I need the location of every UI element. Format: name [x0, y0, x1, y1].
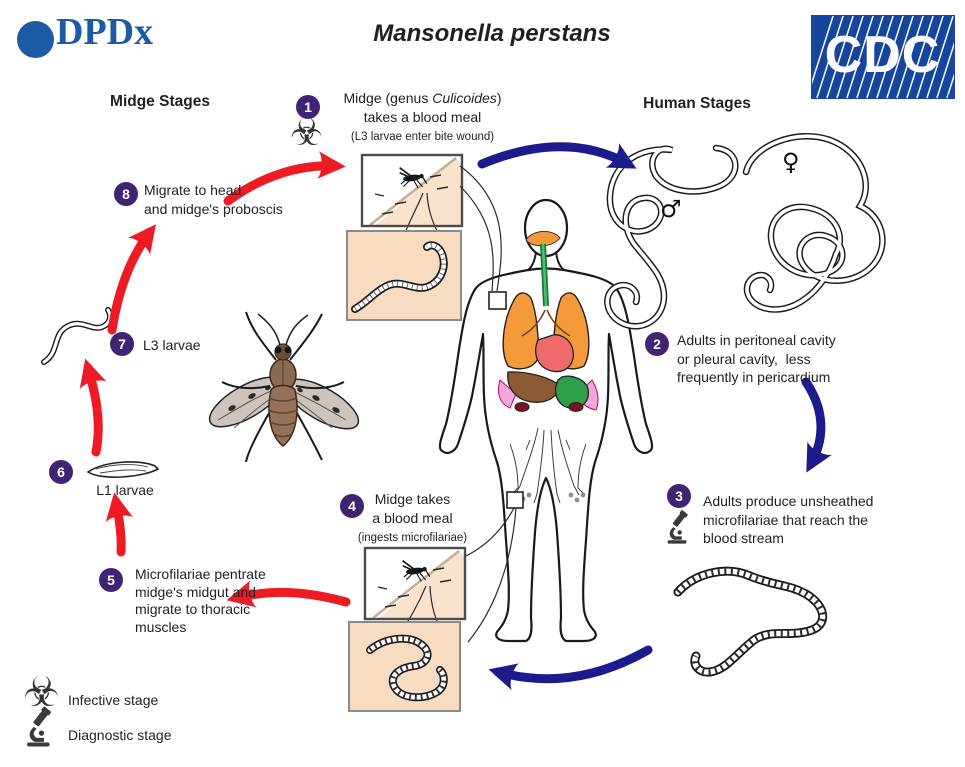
- inset-skin-bite-bottom: [363, 546, 467, 631]
- inset-l3-larva: [346, 230, 462, 321]
- step-1-genus-italic: Culicoides: [432, 90, 497, 106]
- microfilaria-bloodstream-icon: [673, 566, 827, 677]
- midge-illustration: [208, 311, 360, 463]
- adult-worm-female: ♀: [742, 133, 886, 313]
- arrow-step2-to-step3: [801, 377, 832, 473]
- midge-stages-header: Midge Stages: [110, 93, 210, 110]
- step-1-number: 1: [296, 95, 320, 119]
- l1-larvae-icon: [86, 461, 160, 478]
- cdc-logo-box: CDC: [810, 15, 955, 99]
- dpdx-logo-circle: [17, 21, 54, 58]
- step-7-label: L3 larvae: [143, 337, 201, 353]
- step-4-number: 4: [340, 494, 364, 518]
- step-5-number: 5: [99, 568, 123, 592]
- adult-worm-male: ♂: [604, 144, 739, 330]
- microfilaria-magnified-icon: [366, 634, 448, 702]
- bite-site-marker-chest: [488, 291, 507, 310]
- l3-larvae-icon: [41, 307, 113, 365]
- arrow-step3-to-step4: [488, 645, 653, 691]
- legend-diagnostic-label: Diagnostic stage: [68, 727, 172, 743]
- inset-microfilaria-ingested: [348, 621, 461, 712]
- page-title: Mansonella perstans: [373, 20, 611, 47]
- step-6-number: 6: [49, 460, 73, 484]
- arrow-step7-to-step8: [107, 224, 156, 335]
- step-4-note: (ingests microfilariae): [357, 532, 468, 544]
- dpdx-logo-text: DPDx: [56, 11, 154, 53]
- bite-site-marker-thigh: [506, 491, 524, 509]
- male-symbol: ♂: [660, 195, 682, 223]
- human-figure: [438, 165, 654, 643]
- legend-infective-label: Infective stage: [68, 692, 159, 708]
- leader-lines-top: [459, 165, 502, 292]
- step-1-note: (L3 larvae enter bite wound): [350, 131, 495, 143]
- leader-lines-bottom: [465, 507, 517, 643]
- arrow-step5-to-step6: [105, 492, 134, 557]
- step-1-text: Midge (genus Culicoides)takes a blood me…: [343, 90, 502, 143]
- cdc-logo-stripes: [812, 16, 954, 98]
- l3-larva-magnified-icon: [351, 241, 448, 313]
- step-8-number: 8: [114, 182, 138, 206]
- cdc-logo: [811, 15, 955, 99]
- infective-stage-icon-legend: ☣: [23, 668, 60, 716]
- midge-wing-spots: [228, 385, 340, 413]
- step-7-number: 7: [110, 332, 134, 356]
- step-6-label: L1 larvae: [96, 482, 154, 498]
- inset-skin-bite-top: [360, 153, 464, 237]
- step-2-number: 2: [645, 332, 669, 356]
- arrow-step6-to-step7: [79, 358, 107, 457]
- human-organs: [497, 231, 599, 412]
- cdc-logo-text: CDC: [824, 26, 941, 84]
- infective-stage-icon-step1: ☣: [290, 111, 324, 154]
- human-stages-header: Human Stages: [643, 95, 751, 112]
- cdc-trademark: ™: [944, 93, 952, 102]
- arrow-step1-to-step2: [477, 142, 637, 169]
- step-3-number: 3: [667, 484, 691, 508]
- diagnostic-stage-icon-step3: [667, 509, 689, 544]
- arrow-step8-to-step1: [223, 151, 346, 206]
- arrow-step4-to-step5: [226, 580, 351, 608]
- female-symbol: ♀: [782, 148, 800, 176]
